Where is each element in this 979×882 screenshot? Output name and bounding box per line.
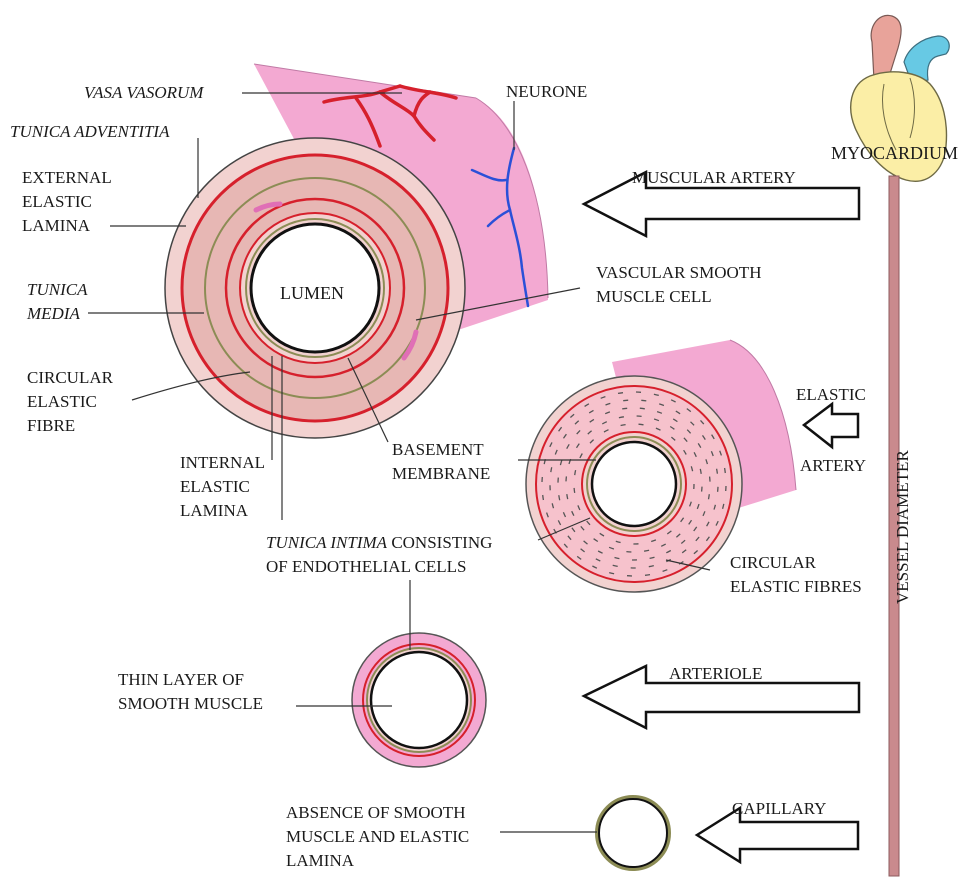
elastic-fibre-dash [551, 467, 552, 472]
elastic-fibre-dash [618, 393, 623, 394]
elastic-fibre-dash [567, 494, 568, 499]
basement-membrane-label-2: MEMBRANE [392, 464, 490, 483]
elastic-fibre-dash [644, 550, 649, 551]
circular-elastic-fibres-label-2: ELASTIC FIBRES [730, 577, 862, 596]
arteriole-label: ARTERIOLE [669, 664, 762, 683]
elastic-fibre-dash [640, 408, 645, 409]
tunica-media-label-1: TUNICA [27, 280, 88, 299]
thin-layer-label-1: THIN LAYER OF [118, 670, 244, 689]
basement-membrane-label-1: BASEMENT [392, 440, 484, 459]
neurone-label: NEURONE [506, 82, 587, 101]
elastic-fibre-dash [700, 469, 701, 474]
capillary-figure [597, 797, 669, 869]
vascular-smooth-label-2: MUSCLE CELL [596, 287, 712, 306]
endothelial-label: OF ENDOTHELIAL CELLS [266, 557, 467, 576]
external-elastic-label-3: LAMINA [22, 216, 91, 235]
external-elastic-label-1: EXTERNAL [22, 168, 112, 187]
elastic-fibre-dash [559, 495, 560, 500]
muscular-artery-figure [165, 64, 548, 438]
elastic-fibre-dash [639, 424, 644, 425]
elastic-artery-label-1: ELASTIC [796, 385, 866, 404]
circular-elastic-fibre-label-3: FIBRE [27, 416, 75, 435]
elastic-fibre-dash [623, 400, 628, 401]
elastic-fibre-dash [574, 488, 575, 493]
circular-elastic-fibre-label-1: CIRCULAR [27, 368, 114, 387]
elastic-fibre-dash [709, 494, 710, 499]
tunica-intima-rest: CONSISTING [387, 533, 492, 552]
elastic-fibre-dash [645, 575, 650, 576]
muscular-artery-label: MUSCULAR ARTERY [632, 168, 796, 187]
absence-label-3: LAMINA [286, 851, 355, 870]
tunica-adventitia-label: TUNICA ADVENTITIA [10, 122, 170, 141]
external-elastic-label-2: ELASTIC [22, 192, 92, 211]
circular-elastic-fibres-label-1: CIRCULAR [730, 553, 817, 572]
tunica-intima-label: TUNICA INTIMA CONSISTING [266, 533, 492, 552]
internal-elastic-label-2: ELASTIC [180, 477, 250, 496]
tunica-media-label-2: MEDIA [26, 304, 80, 323]
tunica-intima-italic: TUNICA INTIMA [266, 533, 388, 552]
vascular-smooth-label-1: VASCULAR SMOOTH [596, 263, 761, 282]
vasa-vasorum-label: VASA VASORUM [84, 83, 204, 102]
internal-elastic-label-3: LAMINA [180, 501, 249, 520]
absence-label-1: ABSENCE OF SMOOTH [286, 803, 465, 822]
elastic-fibre-dash [641, 400, 646, 401]
circular-elastic-fibre-label-2: ELASTIC [27, 392, 97, 411]
arteriole-figure [352, 633, 486, 767]
myocardium-label: MYOCARDIUM [831, 143, 958, 163]
elastic-fibre-dash [725, 468, 726, 473]
elastic-fibre-dash [717, 469, 718, 474]
vessel-diameter-label: VESSEL DIAMETER [893, 450, 912, 604]
elastic-artery-arrow [804, 404, 858, 447]
capillary-label: CAPILLARY [732, 799, 826, 818]
internal-elastic-label-1: INTERNAL [180, 453, 265, 472]
elastic-artery-label-2: ARTERY [800, 456, 866, 475]
lumen-label: LUMEN [280, 283, 344, 303]
elastic-fibre-dash [543, 495, 544, 500]
thin-layer-label-2: SMOOTH MUSCLE [118, 694, 263, 713]
elastic-fibre-dash [619, 417, 624, 418]
elastic-fibre-dash [622, 408, 627, 409]
absence-label-2: MUSCLE AND ELASTIC [286, 827, 469, 846]
